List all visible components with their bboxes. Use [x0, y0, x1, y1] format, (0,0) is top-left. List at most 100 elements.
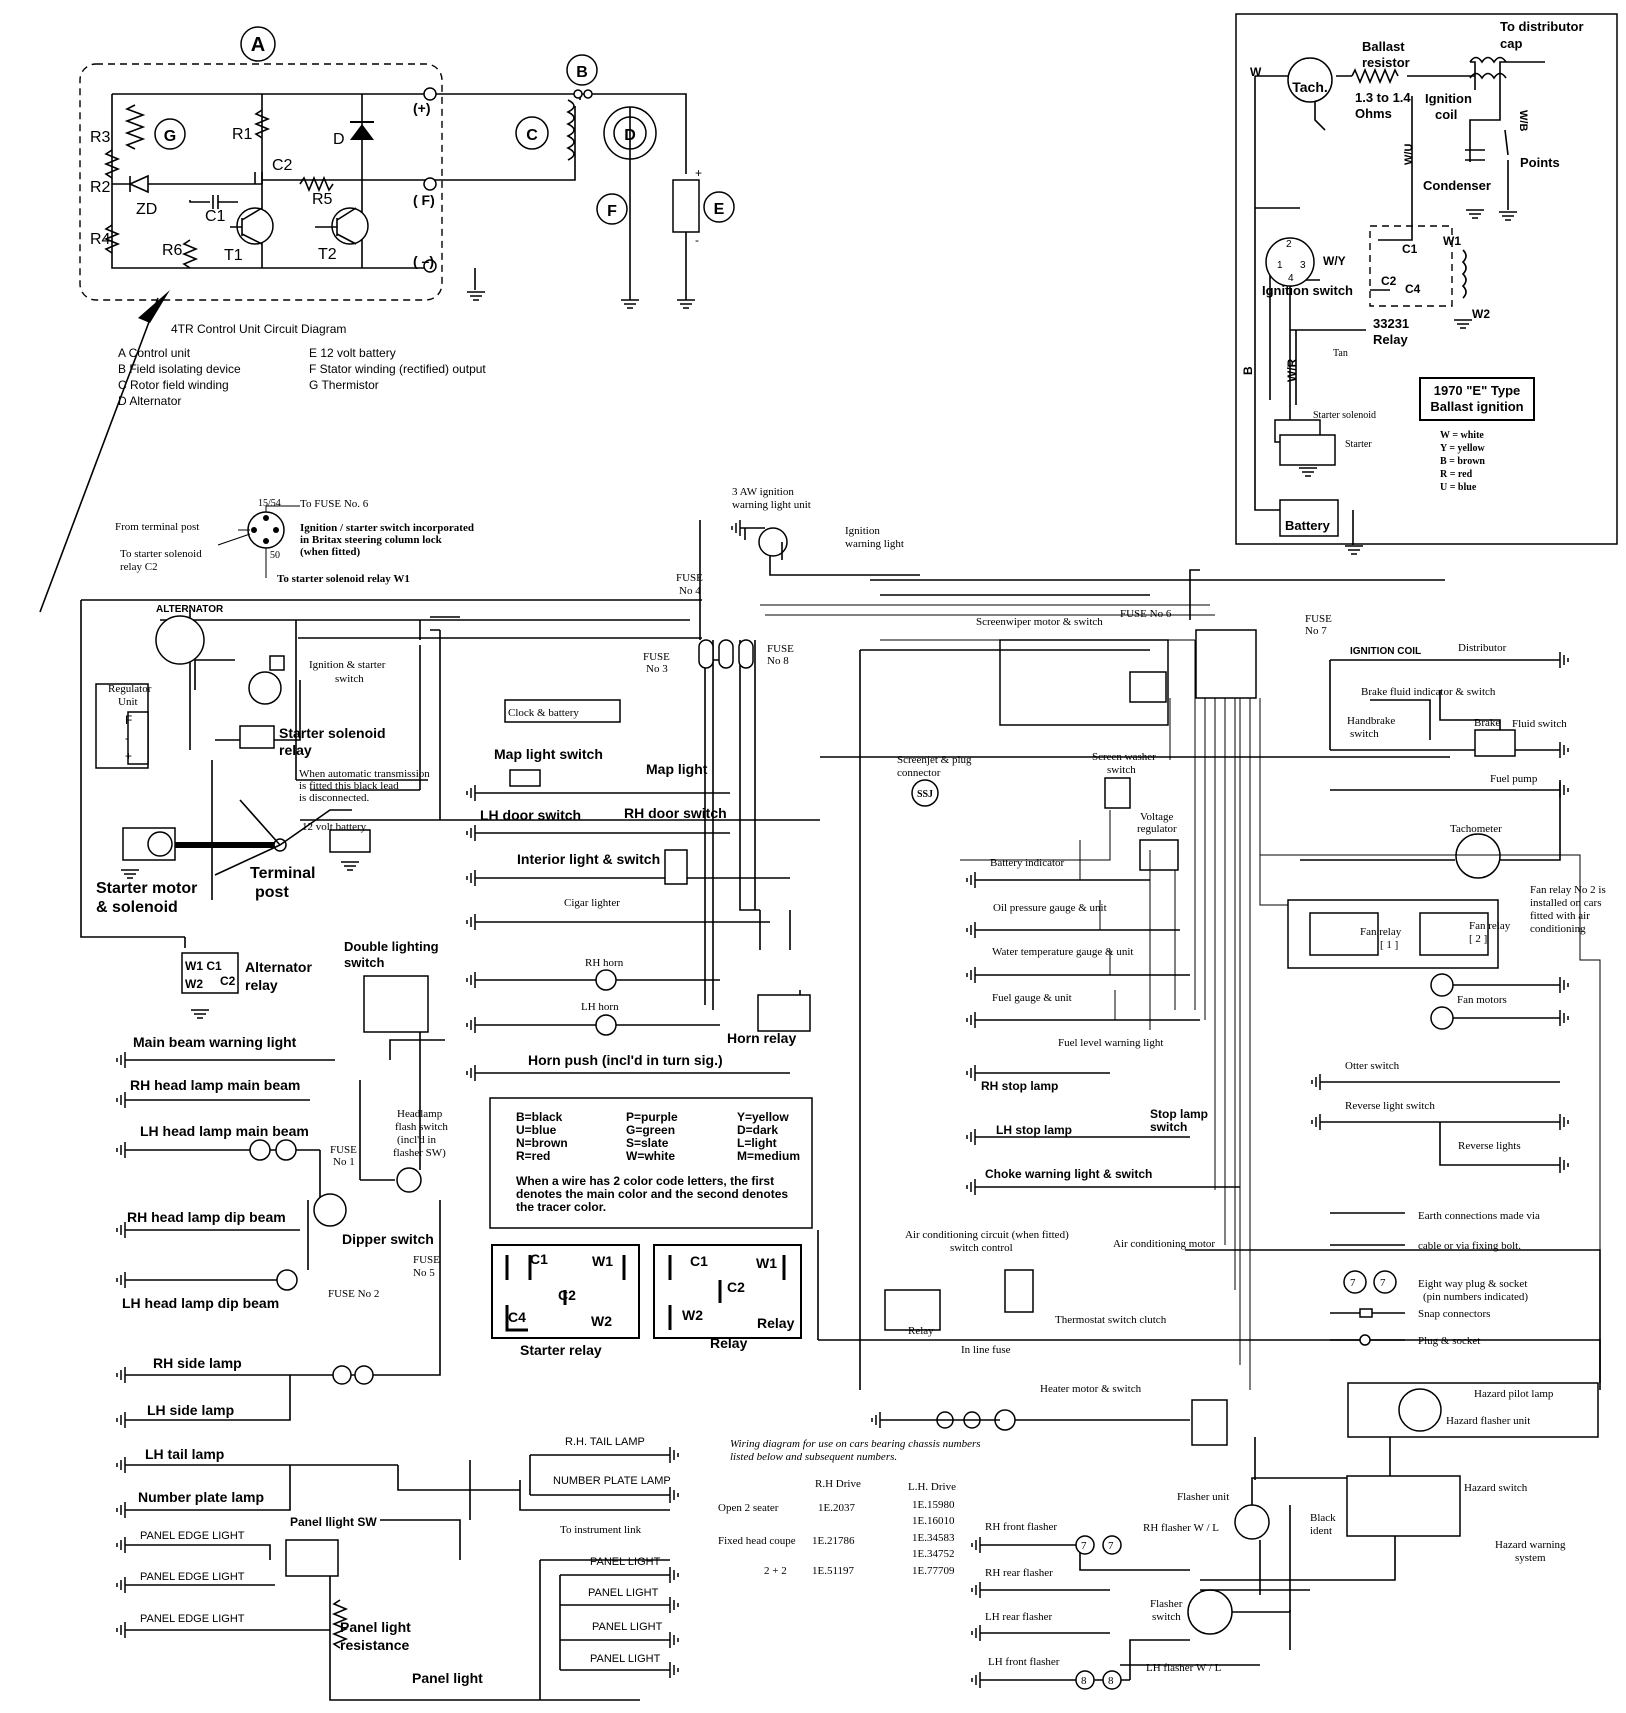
to-distributor: To distributor [1500, 19, 1584, 34]
ign-warning-unit-2: warning light unit [732, 499, 811, 511]
tach-label: Tach. [1292, 79, 1328, 95]
hazard-warning-2: system [1515, 1552, 1546, 1564]
reverse-lights-label: Reverse lights [1458, 1140, 1521, 1152]
rh-side-lamp-label: RH side lamp [153, 1355, 242, 1371]
svg-text:W2: W2 [591, 1313, 612, 1329]
fan-relay-1-label: Fan relay [1360, 926, 1402, 938]
key-yellow: Y=yellow [737, 1110, 789, 1124]
to-relay-c2-2: relay C2 [120, 561, 158, 573]
stop-switch-1: Stop lamp [1150, 1107, 1208, 1121]
legend-earth-2: cable or via fixing bolt. [1418, 1240, 1521, 1252]
panel-edge-light-3: PANEL EDGE LIGHT [140, 1613, 245, 1625]
map-light-label: Map light [646, 761, 708, 777]
headlamp-flash-4: flasher SW) [393, 1147, 446, 1159]
to-relay-w1: To starter solenoid relay W1 [277, 573, 410, 585]
label-r1: R1 [232, 126, 253, 143]
panel-light-caps-4: PANEL LIGHT [590, 1653, 661, 1665]
condenser-label: Condenser [1423, 178, 1491, 193]
auto-note-3: is disconnected. [299, 792, 370, 804]
ign-warning-light-2: warning light [845, 538, 904, 550]
flasher-unit-symbol [1234, 1504, 1270, 1540]
panel-light-switch [285, 1539, 339, 1577]
lh-stop-lamp-label: LH stop lamp [996, 1123, 1072, 1137]
brake-label: Brake [1474, 717, 1500, 729]
lh-front-flasher-label: LH front flasher [988, 1656, 1060, 1668]
fan-motors-label: Fan motors [1457, 994, 1507, 1006]
control-unit-title: 4TR Control Unit Circuit Diagram [171, 322, 346, 336]
hazard-switch-label: Hazard switch [1464, 1482, 1528, 1494]
switch-desc-3: (when fitted) [300, 546, 361, 558]
key-medium: M=medium [737, 1149, 800, 1163]
fuel-pump-label: Fuel pump [1490, 773, 1538, 785]
rh-rear-flasher-label: RH rear flasher [985, 1567, 1053, 1579]
color-b: B = brown [1440, 456, 1485, 467]
svg-text:-: - [695, 233, 699, 247]
screen-washer-1: Screen washer [1092, 751, 1156, 763]
ignition-label: Ignition [1425, 91, 1472, 106]
voltage-reg-1: Voltage [1140, 811, 1174, 823]
terminal-plus: (+) [413, 100, 431, 116]
rh-door-switch-label: RH door switch [624, 805, 727, 821]
legend-a: A Control unit [118, 346, 191, 360]
starter-relay-label: Starter relay [520, 1342, 602, 1358]
hazard-warning-1: Hazard warning [1495, 1539, 1566, 1551]
legend-c: C Rotor field winding [118, 378, 229, 392]
lh-flasher-wl-label: LH flasher W / L [1146, 1662, 1222, 1674]
terminal-f: ( F) [413, 192, 435, 208]
label-c: C [526, 127, 538, 144]
color-w: W = white [1440, 430, 1484, 441]
relay-num: 33231 [1373, 316, 1409, 331]
black-ident-1: Black [1310, 1512, 1336, 1524]
label-g: G [164, 128, 176, 145]
rh-fixed: 1E.21786 [812, 1535, 855, 1547]
row-fixed-head: Fixed head coupe [718, 1535, 796, 1547]
rh-stop-lamp-label: RH stop lamp [981, 1079, 1058, 1093]
double-lighting-1: Double lighting [344, 939, 439, 954]
svg-text:8: 8 [1108, 1675, 1114, 1687]
ballast-label: Ballast [1362, 39, 1405, 54]
key-dark: D=dark [737, 1123, 778, 1137]
rh-horn-label: RH horn [585, 957, 624, 969]
rh-flasher-wl-label: RH flasher W / L [1143, 1522, 1219, 1534]
hazard-pilot-label: Hazard pilot lamp [1474, 1388, 1554, 1400]
to-fuse-6: To FUSE No. 6 [300, 498, 369, 510]
label-c2: C2 [272, 157, 293, 174]
hazard-switch-box [1346, 1475, 1461, 1537]
label-r4: R4 [90, 231, 111, 248]
panel-edge-light-1: PANEL EDGE LIGHT [140, 1530, 245, 1542]
label-t1: T1 [224, 247, 243, 264]
label-r6: R6 [162, 242, 183, 259]
header-rh-drive: R.H Drive [815, 1478, 861, 1490]
wire-wb: W/B [1517, 110, 1529, 131]
wire-w2: W2 [1472, 307, 1490, 321]
flasher-switch-symbol [1187, 1589, 1233, 1635]
choke-label: Choke warning light & switch [985, 1167, 1152, 1181]
legend-g: G Thermistor [309, 378, 379, 392]
svg-text:+: + [125, 749, 132, 763]
lh-main-beam-label: LH head lamp main beam [140, 1123, 309, 1139]
inline-fuse-label: In line fuse [961, 1344, 1011, 1356]
handbrake-1: Handbrake [1347, 715, 1395, 727]
ign-starter-1: Ignition & starter [309, 659, 386, 671]
legend-plug-1: Eight way plug & socket [1418, 1278, 1527, 1290]
svg-text:8: 8 [1081, 1675, 1087, 1687]
color-y: Y = yellow [1440, 443, 1486, 454]
ac-circuit-1: Air conditioning circuit (when fitted) [905, 1229, 1069, 1241]
key-brown: N=brown [516, 1136, 568, 1150]
svg-text:W1 C1: W1 C1 [185, 959, 222, 973]
from-terminal-post: From terminal post [115, 521, 199, 533]
color-u: U = blue [1440, 482, 1477, 493]
key-green: G=green [626, 1123, 675, 1137]
alt-relay-1: Alternator [245, 959, 312, 975]
stop-switch-2: switch [1150, 1120, 1187, 1134]
ohms-1: 1.3 to 1.4 [1355, 90, 1411, 105]
svg-text:3: 3 [1300, 260, 1306, 271]
fuse-1-num: No 1 [333, 1156, 355, 1168]
label-r3: R3 [90, 129, 111, 146]
resistor-label: resistor [1362, 55, 1410, 70]
key-slate: S=slate [626, 1136, 669, 1150]
ac-circuit-2: switch control [950, 1242, 1013, 1254]
fuse-4-num: No 4 [679, 585, 701, 597]
horn-relay-label: Horn relay [727, 1030, 796, 1046]
svg-text:W2: W2 [682, 1307, 703, 1323]
